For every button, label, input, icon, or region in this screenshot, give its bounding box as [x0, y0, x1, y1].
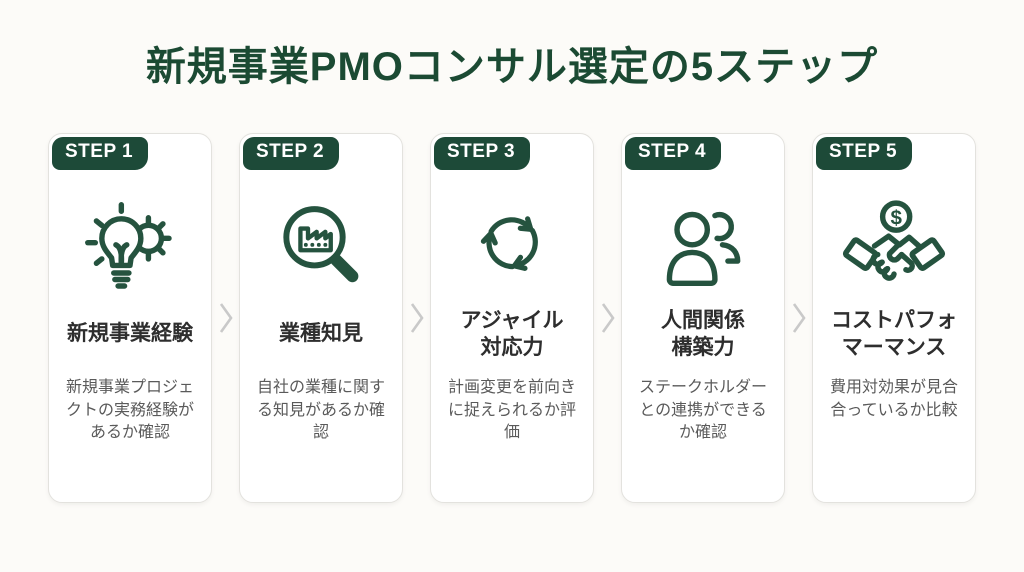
chevron-right-icon [601, 303, 615, 333]
step-2-description: 自社の業種に関す る知見があるか確 認 [256, 379, 385, 442]
step-4-badge: STEP 4 [625, 137, 722, 170]
step-3-badge: STEP 3 [434, 137, 531, 170]
step-4-description: ステークホルダー との連携ができる か確認 [638, 379, 767, 442]
step-separator-2 [403, 133, 430, 503]
two-people-icon [622, 192, 784, 302]
step-4-title: 人間関係 構築力 [661, 308, 745, 359]
handshake-dollar-icon: $ [813, 192, 975, 302]
svg-text:$: $ [890, 206, 902, 229]
steps-row: STEP 1 [48, 133, 976, 503]
lightbulb-gear-icon [49, 192, 211, 302]
factory-magnifier-icon [240, 192, 402, 302]
step-5-title: コストパフォ マーマンス [831, 308, 957, 359]
step-3-description: 計画変更を前向き に捉えられるか評 価 [447, 379, 576, 442]
cycle-arrows-icon [431, 192, 593, 302]
step-card-4: STEP 4 人間関係 構築力 ステークホルダー との連携ができる か確認 [621, 133, 785, 503]
step-separator-1 [212, 133, 239, 503]
step-card-3: STEP 3 アジャ [430, 133, 594, 503]
chevron-right-icon [410, 303, 424, 333]
step-card-2: STEP 2 業種知見 自社の業種に関す る知見があるか確 認 [239, 133, 403, 503]
step-1-title: 新規事業経験 [67, 322, 193, 346]
step-2-badge: STEP 2 [243, 137, 340, 170]
step-5-badge: STEP 5 [816, 137, 913, 170]
step-1-description: 新規事業プロジェ クトの実務経験が あるか確認 [65, 379, 194, 442]
step-separator-4 [785, 133, 812, 503]
page-title: 新規事業PMOコンサル選定の5ステップ [145, 45, 879, 89]
step-3-title: アジャイル 対応力 [460, 308, 564, 359]
step-2-title: 業種知見 [279, 322, 363, 346]
step-1-badge: STEP 1 [52, 137, 149, 170]
step-5-description: 費用対効果が見合 合っているか比較 [829, 379, 958, 419]
step-card-5: STEP 5 $ [812, 133, 976, 503]
chevron-right-icon [792, 303, 806, 333]
step-separator-3 [594, 133, 621, 503]
step-card-1: STEP 1 [48, 133, 212, 503]
chevron-right-icon [219, 303, 233, 333]
